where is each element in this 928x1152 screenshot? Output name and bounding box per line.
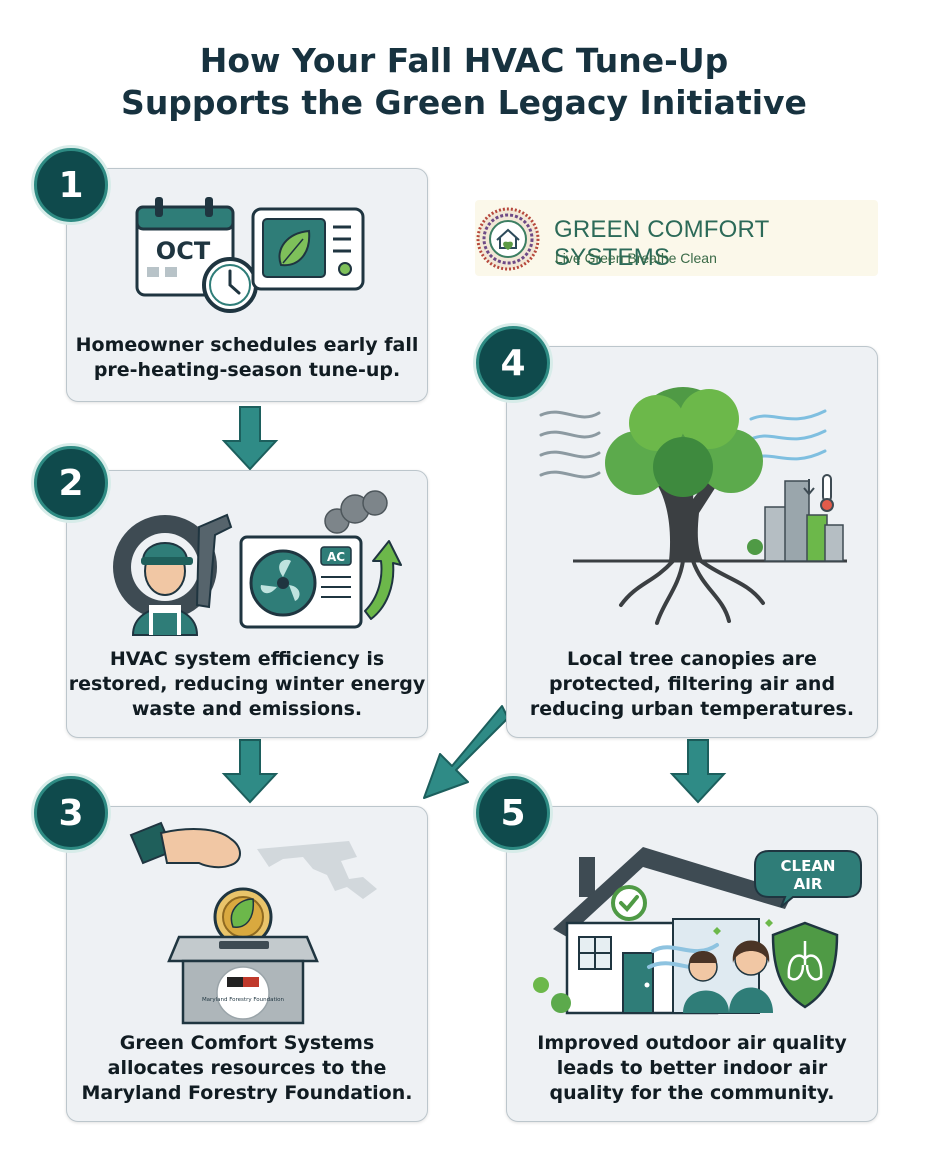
arrow-4-to-3-icon <box>423 705 509 799</box>
step-2-text-line: waste and emissions. <box>131 698 363 720</box>
step-3-text-line: Green Comfort Systems <box>119 1032 375 1054</box>
step-5-badge: 5 <box>476 776 550 850</box>
step-3-badge: 3 <box>34 776 108 850</box>
step-4-text-line: Local tree canopies are <box>567 648 817 670</box>
step-2-text: HVAC system efficiency is restored, redu… <box>67 647 427 722</box>
step-4-badge: 4 <box>476 326 550 400</box>
wrench-icon <box>195 513 233 609</box>
ac-unit-label: AC <box>327 550 345 564</box>
family-icon <box>683 919 773 1013</box>
step-1-text-line: pre-heating-season tune-up. <box>93 359 401 381</box>
logo-name: GREEN COMFORT SYSTEMS <box>554 216 770 271</box>
step-5-card: CLEAN AIR Improved outdoor air quality l… <box>506 806 878 1122</box>
step-3-card: Maryland Forestry Foundation Green Comfo… <box>66 806 428 1122</box>
thermometer-icon <box>803 474 834 512</box>
step-1-text-line: Homeowner schedules early fall <box>75 334 419 356</box>
donation-box-sticker: Maryland Forestry Foundation <box>202 997 285 1003</box>
thermostat-leaf-icon <box>251 207 365 291</box>
arrow-4-to-5-icon <box>669 739 727 804</box>
arrow-2-to-3-icon <box>221 739 279 804</box>
wind-icon <box>539 410 601 479</box>
wind-icon <box>749 409 827 461</box>
step-1-card: OCT Homeowner schedules early fall pre-h… <box>66 168 428 402</box>
technician-icon <box>131 542 199 636</box>
step-2-illustration: AC <box>113 490 402 636</box>
clean-air-line-1: CLEAN <box>781 857 836 875</box>
step-4-text: Local tree canopies are protected, filte… <box>507 647 877 722</box>
hand-icon <box>129 821 241 869</box>
step-2-badge: 2 <box>34 446 108 520</box>
leaf-coin-icon <box>213 887 273 947</box>
title-line-2: Supports the Green Legacy Initiative <box>121 83 807 122</box>
step-2-text-line: HVAC system efficiency is <box>109 648 385 670</box>
step-3-text-line: Maryland Forestry Foundation. <box>81 1082 413 1104</box>
title-line-1: How Your Fall HVAC Tune-Up <box>199 41 729 80</box>
step-4-text-line: protected, filtering air and <box>548 673 836 695</box>
step-2-card: AC HVAC system efficiency is restored, r… <box>66 470 428 738</box>
clean-air-line-2: AIR <box>794 875 823 893</box>
up-arrow-icon <box>364 540 402 620</box>
step-4-text-line: reducing urban temperatures. <box>529 698 855 720</box>
step-1-badge: 1 <box>34 148 108 222</box>
step-5-text-line: Improved outdoor air quality <box>537 1032 847 1054</box>
step-4-illustration <box>539 387 847 625</box>
clean-air-bubble <box>754 850 862 908</box>
step-5-illustration: CLEAN AIR <box>533 847 862 1015</box>
step-5-text-line: leads to better indoor air <box>556 1057 828 1079</box>
check-icon <box>611 885 647 921</box>
city-icon <box>747 480 844 562</box>
smoke-icon <box>324 490 388 534</box>
step-5-text-line: quality for the community. <box>549 1082 835 1104</box>
step-1-text: Homeowner schedules early fall pre-heati… <box>67 333 427 383</box>
page-title: How Your Fall HVAC Tune-Up Supports the … <box>0 40 928 124</box>
tree-icon <box>573 387 847 625</box>
logo-seal-icon <box>476 207 540 271</box>
lungs-shield-icon <box>771 921 839 1009</box>
calendar-month: OCT <box>156 237 211 265</box>
arrow-1-to-2-icon <box>221 406 279 471</box>
maryland-map-icon <box>257 841 377 899</box>
step-1-illustration: OCT <box>135 197 365 313</box>
ac-unit-icon <box>239 535 363 629</box>
step-2-text-line: restored, reducing winter energy <box>68 673 426 695</box>
step-3-illustration: Maryland Forestry Foundation <box>129 821 377 1025</box>
logo-tagline: Live Green Breathe Clean <box>555 250 717 266</box>
donation-box-icon <box>167 935 319 1025</box>
step-3-text-line: allocates resources to the <box>107 1057 387 1079</box>
step-5-text: Improved outdoor air quality leads to be… <box>507 1031 877 1106</box>
step-4-card: Local tree canopies are protected, filte… <box>506 346 878 738</box>
step-3-text: Green Comfort Systems allocates resource… <box>67 1031 427 1106</box>
company-logo: GREEN COMFORT SYSTEMS Live Green Breathe… <box>475 200 878 276</box>
clock-icon <box>202 257 258 313</box>
